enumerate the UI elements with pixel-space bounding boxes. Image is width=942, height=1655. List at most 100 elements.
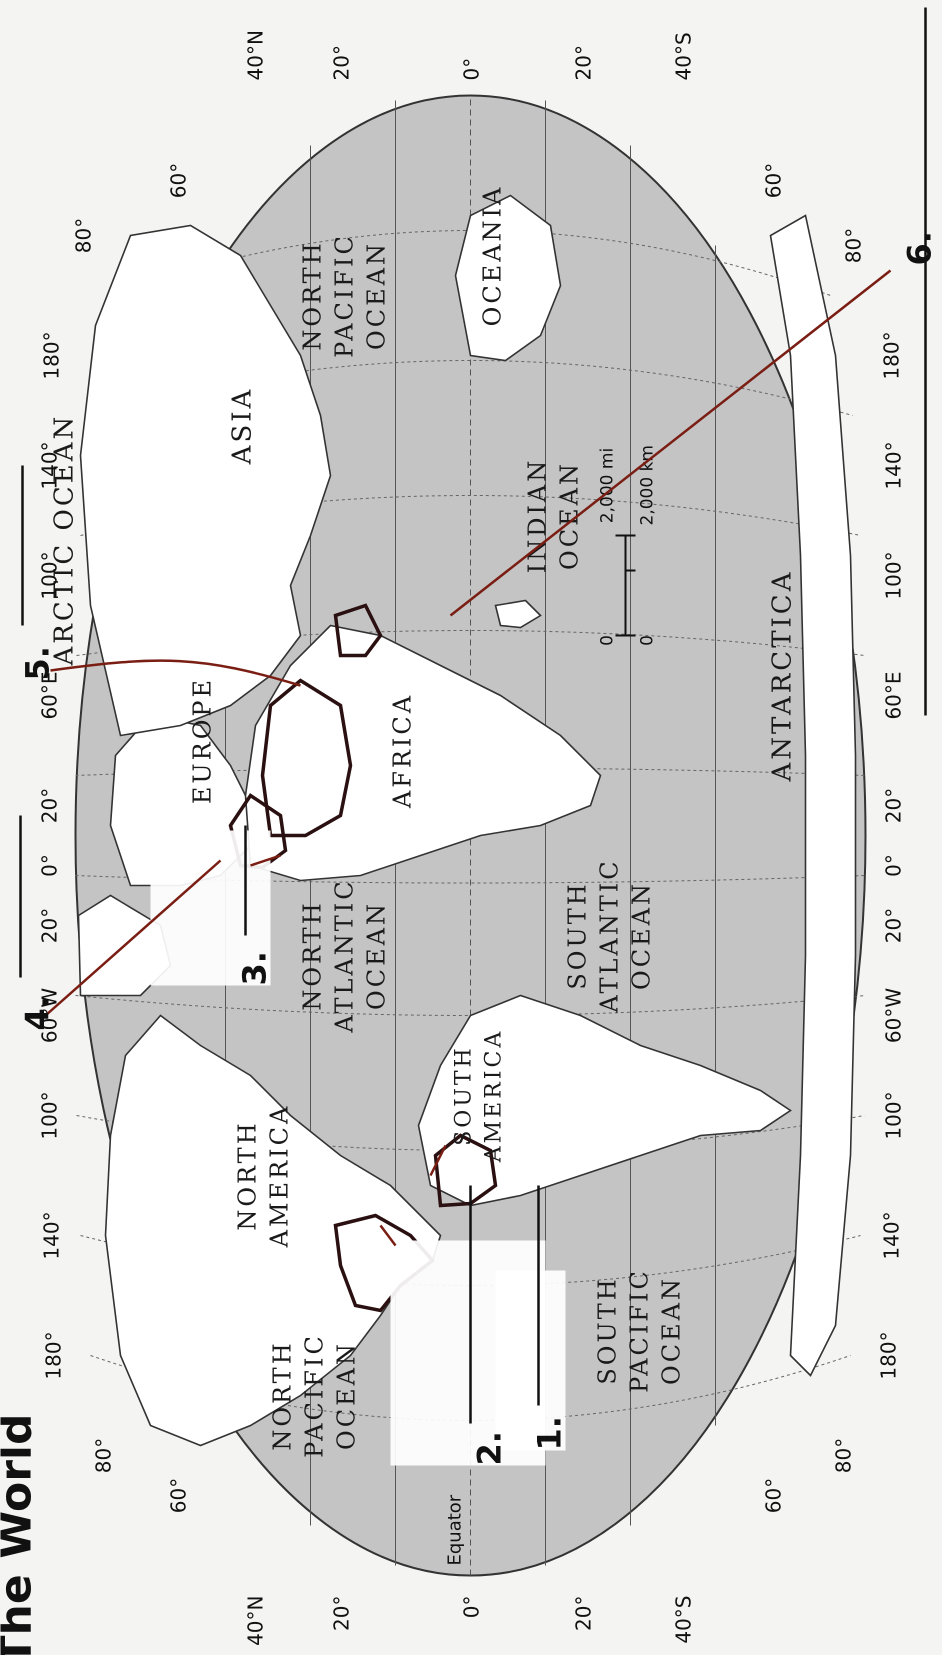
- latitude-labels-left: 40°N 20° 0° 20° 40°S: [243, 1595, 695, 1645]
- lat-label: 40°N: [243, 30, 267, 80]
- label-line: SOUTH: [563, 881, 591, 989]
- lon-label: 20°: [37, 787, 61, 822]
- antarctica-label: ANTARCTICA: [767, 569, 797, 782]
- lon-label: 180°: [879, 331, 903, 379]
- label-line: OCEAN: [627, 881, 655, 990]
- side-degree-labels: 60° 60° 60° 60°: [166, 162, 785, 1512]
- label-line: NORTH: [268, 1340, 296, 1450]
- lat-label: 40°S: [671, 1595, 695, 1643]
- blank-lines: [18, 7, 927, 1423]
- lon-label: 180°: [41, 1331, 65, 1379]
- longitude-labels-top: 80° 180° 140° 100° 60°W 20° 0° 20° 60°E …: [37, 217, 115, 1472]
- pointer-4: [44, 859, 221, 1016]
- south-atlantic-label: SOUTH ATLANTIC OCEAN: [563, 858, 655, 1013]
- label-line: ATLANTIC: [330, 878, 358, 1033]
- label-line: NORTH: [298, 900, 326, 1010]
- north-pacific-east-label: NORTH PACIFIC OCEAN: [298, 233, 390, 358]
- label-line: NORTH: [233, 1120, 261, 1230]
- scale-bar: 0 0 2,000 mi 2,000 km: [597, 445, 657, 646]
- blank-numbers: 1. 2. 3. 4. 5. 6.: [18, 231, 938, 1465]
- arctic-ocean-label: ARCTIC OCEAN: [49, 413, 79, 666]
- longitude-labels-bottom: 80° 180° 140° 100° 60°W 20° 0° 20° 60°E …: [831, 227, 905, 1472]
- south-pacific-label: SOUTH PACIFIC OCEAN: [593, 1268, 685, 1393]
- lat-label: 20°: [571, 45, 595, 80]
- label-line: SOUTH: [451, 1045, 476, 1146]
- africa-label: AFRICA: [388, 692, 416, 808]
- label-line: OCEAN: [657, 1276, 685, 1385]
- europe-label: EUROPE: [188, 676, 216, 803]
- answer-box-3: [150, 830, 270, 985]
- label-line: OCEAN: [362, 241, 390, 350]
- lon-label: 140°: [879, 1211, 903, 1259]
- lat-label: 20°: [329, 45, 353, 80]
- scale-zero-mi: 0: [597, 635, 617, 646]
- lon-label: 80°: [841, 227, 865, 262]
- lon-label: 140°: [39, 1211, 63, 1259]
- antarctica-land: [769, 213, 856, 1377]
- north-pacific-west-label: NORTH PACIFIC OCEAN: [268, 1333, 360, 1458]
- central-america-outline: [333, 1213, 435, 1312]
- blank-number-1: 1.: [530, 1416, 568, 1450]
- lon-label: 60°W: [37, 987, 61, 1042]
- blank-number-4: 4.: [18, 996, 56, 1030]
- answer-boxes: [150, 830, 565, 1465]
- lon-label: 180°: [39, 331, 63, 379]
- oceania-land: [454, 194, 561, 361]
- pointer-6: [449, 269, 891, 616]
- map-title: The World: [0, 1413, 41, 1655]
- asia-land: [79, 224, 331, 736]
- blank-number-6: 6.: [900, 231, 938, 265]
- lat-label: 20°: [329, 1595, 353, 1630]
- scale-miles: 2,000 mi: [597, 447, 617, 522]
- north-america-label: NORTH AMERICA: [233, 1103, 293, 1248]
- landmasses: [77, 194, 856, 1446]
- madagascar-land: [494, 599, 542, 628]
- label-line: OCEAN: [332, 1341, 360, 1450]
- pointer-1: [428, 1144, 447, 1176]
- south-america-label: SOUTH AMERICA: [451, 1028, 506, 1162]
- oceania-label: OCEANIA: [478, 184, 506, 326]
- north-africa-outline: [260, 677, 352, 837]
- latitude-labels-right: 40°N 20° 0° 20° 40°S: [243, 30, 695, 80]
- label-line: AMERICA: [481, 1028, 506, 1162]
- label-line: NORTH: [298, 240, 326, 350]
- label-line: OCEAN: [362, 901, 390, 1010]
- label-line: ATLANTIC: [595, 858, 623, 1013]
- lon-label: 0°: [881, 854, 905, 877]
- pointer-lines: [44, 269, 891, 1246]
- asia-label: ASIA: [227, 386, 257, 465]
- lon-label: 20°: [881, 787, 905, 822]
- label-line: PACIFIC: [330, 233, 358, 358]
- lon-label: 100°: [37, 1091, 61, 1139]
- pointer-3: [249, 853, 281, 867]
- equator-label: Equator: [444, 1494, 465, 1565]
- lon-label: 100°: [881, 551, 905, 599]
- lon-label: 80°: [91, 1437, 115, 1472]
- horn-africa-outline: [333, 602, 383, 657]
- label-line: SOUTH: [593, 1276, 621, 1384]
- lon-label: 100°: [881, 1091, 905, 1139]
- side-degree-label: 60°: [166, 162, 190, 197]
- lon-label: 20°: [37, 907, 61, 942]
- scale-zero-km: 0: [637, 635, 657, 646]
- blank-number-3: 3.: [235, 951, 273, 985]
- lat-label: 40°N: [243, 1595, 267, 1645]
- africa-land: [244, 624, 601, 881]
- pointer-5: [49, 658, 301, 687]
- lat-label: 20°: [571, 1595, 595, 1630]
- side-degree-label: 60°: [761, 162, 785, 197]
- lon-label: 180°: [876, 1331, 900, 1379]
- lon-label: 140°: [881, 441, 905, 489]
- answer-box-1: [495, 1270, 565, 1450]
- lon-label: 60°W: [881, 987, 905, 1042]
- north-america-land: [104, 1013, 441, 1446]
- label-line: PACIFIC: [300, 1333, 328, 1458]
- lon-label: 60°E: [37, 671, 61, 719]
- lon-label: 20°: [881, 907, 905, 942]
- lon-label: 60°E: [881, 671, 905, 719]
- blank-number-2: 2.: [470, 1431, 508, 1465]
- lon-label: 0°: [37, 854, 61, 877]
